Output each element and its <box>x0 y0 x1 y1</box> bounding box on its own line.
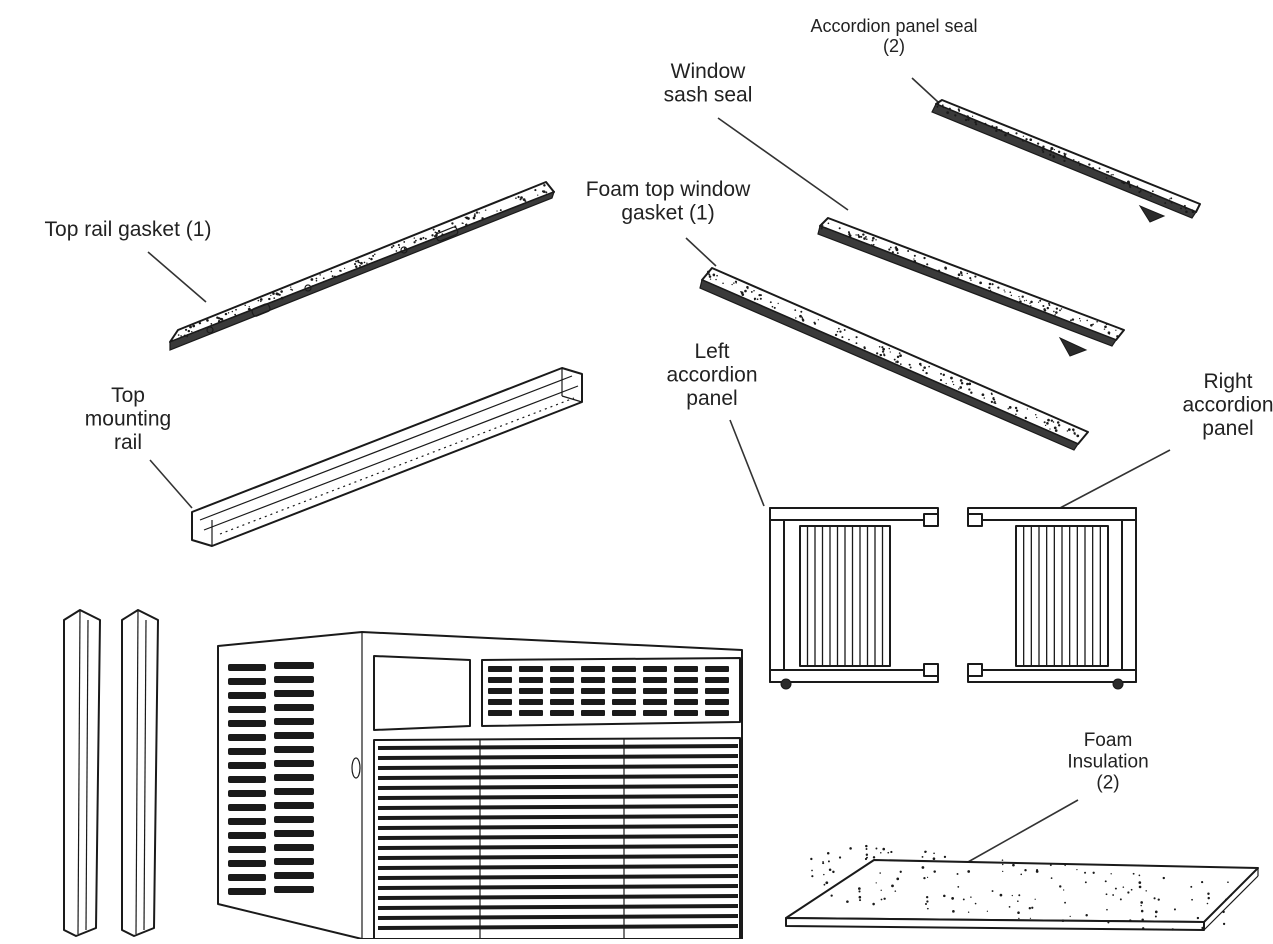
air-conditioner <box>217 631 743 940</box>
top-rail-gasket <box>169 181 555 351</box>
leader-foam-top-window-gasket <box>685 237 717 267</box>
label-accordion-panel-seal: Accordion panel seal(2) <box>810 16 977 56</box>
left-accordion-panel <box>769 507 939 690</box>
accordion-panel-seal <box>931 99 1201 223</box>
leader-left-accordion-panel <box>729 419 765 507</box>
top-mounting-rail <box>191 367 583 547</box>
leader-lines <box>147 77 1171 863</box>
window-sash-seal <box>817 217 1125 357</box>
leader-top-rail-gasket <box>147 251 207 303</box>
leader-window-sash-seal <box>717 117 849 211</box>
right-accordion-panel <box>967 507 1137 690</box>
leader-accordion-panel-seal <box>911 77 939 103</box>
foam-insulation-pad <box>785 844 1259 931</box>
leader-top-mounting-rail <box>149 459 193 509</box>
side-channels <box>63 609 159 937</box>
leader-right-accordion-panel <box>1059 449 1171 509</box>
leader-foam-insulation <box>967 799 1079 863</box>
foam-top-window-gasket <box>699 267 1089 451</box>
label-top-rail-gasket: Top rail gasket (1) <box>45 218 212 241</box>
